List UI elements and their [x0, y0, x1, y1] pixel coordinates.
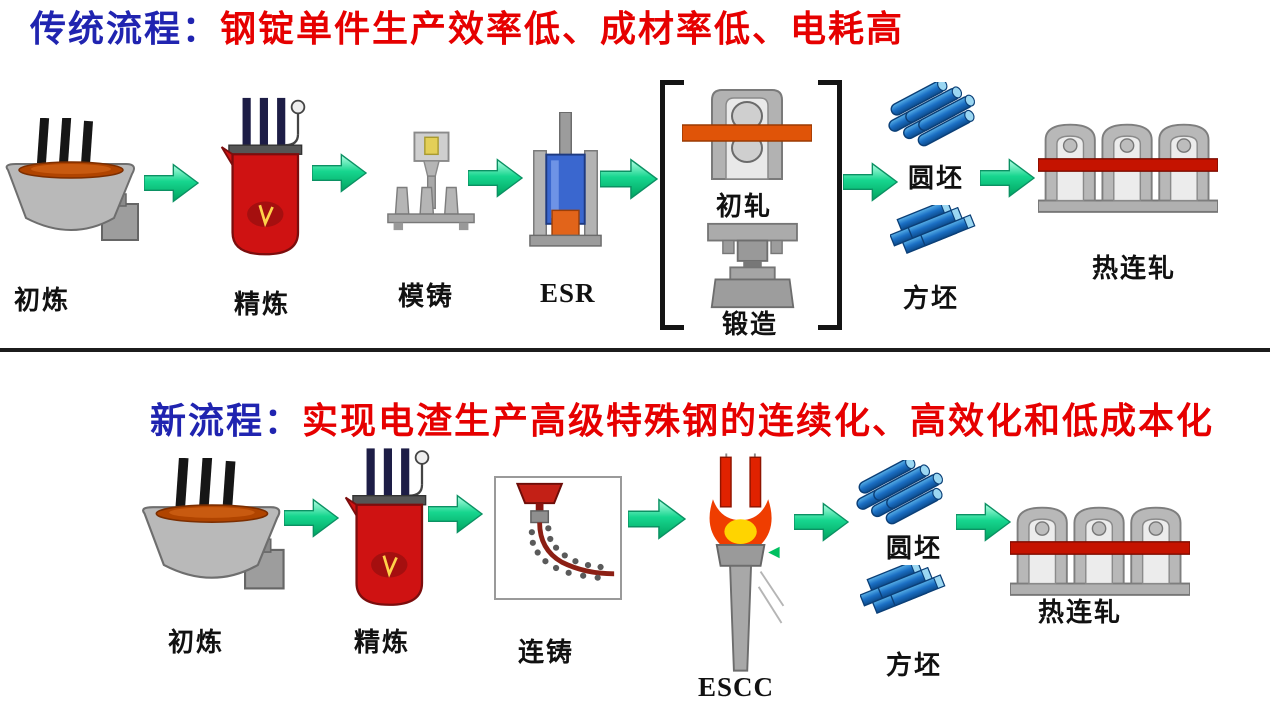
square-billets-icon: [860, 565, 950, 629]
section-divider: [0, 348, 1270, 352]
hot-rolling-mill-icon: [1010, 498, 1190, 598]
refining-furnace-icon: [342, 445, 442, 620]
forging-press-icon: [700, 222, 805, 310]
smelting-ladle-icon: [2, 118, 142, 263]
traditional-title-text: 钢锭单件生产效率低、成材率低、电耗高: [220, 8, 905, 49]
step-label-hot-rolling: 热连轧: [1038, 597, 1123, 627]
flow-arrow-icon: [428, 494, 483, 534]
bracket-right: [818, 80, 842, 330]
step-label-refining: 精炼: [234, 289, 291, 319]
step-label-square-billet: 方坯: [886, 650, 943, 680]
flow-arrow-icon: [144, 163, 199, 203]
step-label-smelting: 初炼: [14, 285, 71, 315]
mold-casting-icon: [386, 130, 476, 245]
traditional-title-label: 传统流程：: [30, 8, 221, 49]
smelting-ladle-icon: [138, 458, 288, 613]
traditional-title: 传统流程：钢锭单件生产效率低、成材率低、电耗高: [30, 8, 904, 49]
continuous-caster-icon: [494, 476, 622, 600]
step-label-blooming: 初轧: [716, 191, 773, 221]
flow-arrow-icon: [794, 502, 849, 542]
flow-arrow-icon: [956, 502, 1011, 542]
step-label-square-billet: 方坯: [903, 283, 960, 313]
round-billets-icon: [856, 460, 951, 538]
flow-arrow-icon: [468, 158, 523, 198]
step-label-round-billet: 圆坯: [908, 163, 965, 193]
step-label-escc: ESCC: [698, 672, 775, 702]
step-label-esr: ESR: [540, 278, 596, 308]
refining-furnace-icon: [218, 92, 318, 272]
step-label-hot-rolling: 热连轧: [1092, 253, 1177, 283]
flow-arrow-icon: [312, 153, 367, 193]
step-label-smelting: 初炼: [168, 627, 225, 657]
flow-arrow-icon: [843, 162, 898, 202]
escc-unit-icon: [692, 452, 792, 674]
flow-arrow-icon: [284, 498, 339, 538]
flow-arrow-icon: [628, 498, 686, 540]
flow-arrow-icon: [600, 158, 658, 200]
step-label-mold-casting: 模铸: [398, 281, 455, 311]
flow-arrow-icon: [980, 158, 1035, 198]
new-process-title-text: 实现电渣生产高级特殊钢的连续化、高效化和低成本化: [302, 400, 1215, 441]
square-billets-icon: [890, 205, 980, 269]
bracket-left: [660, 80, 684, 330]
round-billets-icon: [888, 82, 983, 160]
new-process-title: 新流程：实现电渣生产高级特殊钢的连续化、高效化和低成本化: [150, 400, 1214, 441]
step-label-round-billet: 圆坯: [886, 533, 943, 563]
hot-rolling-mill-icon: [1038, 115, 1218, 215]
step-label-forging: 锻造: [722, 309, 779, 339]
step-label-continuous-casting: 连铸: [518, 637, 575, 667]
esr-furnace-icon: [528, 112, 603, 252]
step-label-refining: 精炼: [354, 627, 411, 657]
blooming-mill-icon: [682, 86, 812, 181]
new-process-title-label: 新流程：: [150, 400, 303, 441]
